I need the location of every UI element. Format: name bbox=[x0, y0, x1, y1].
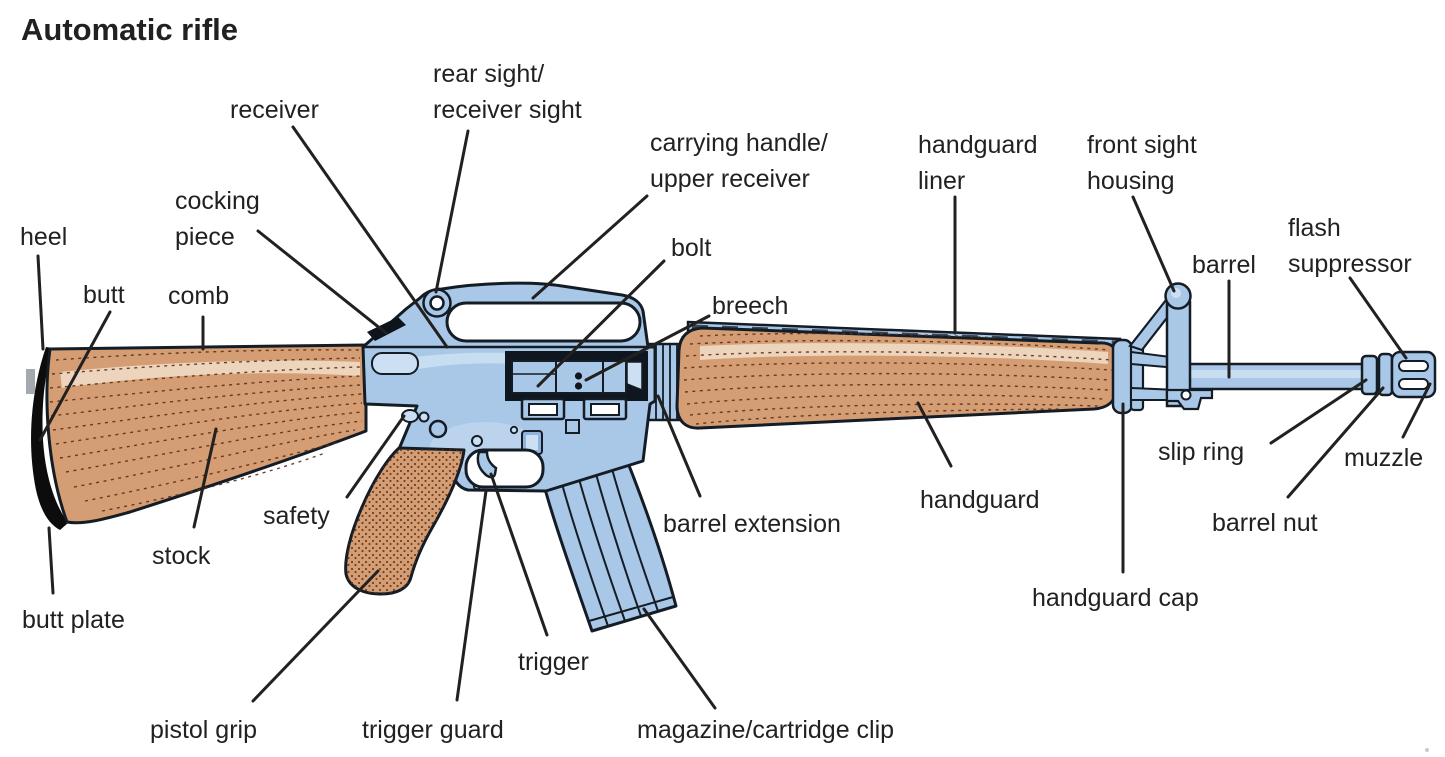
label-handguard: handguard bbox=[920, 486, 1040, 514]
mag-release-button bbox=[526, 435, 538, 450]
barrel-highlight bbox=[1188, 370, 1362, 378]
safety-lever bbox=[401, 409, 419, 423]
label-barrel: barrel bbox=[1192, 251, 1256, 279]
trigger-pin bbox=[471, 435, 483, 447]
stock-shape bbox=[45, 343, 368, 525]
leader-barrel-extension bbox=[656, 394, 702, 498]
leader-carrying-handle bbox=[531, 194, 649, 300]
label-safety: safety bbox=[263, 502, 330, 530]
magazine-ribs bbox=[561, 468, 674, 627]
handguard-cap-shape bbox=[1111, 338, 1134, 415]
flash-suppressor-slot-bottom bbox=[1398, 378, 1429, 390]
leader-trigger-guard bbox=[455, 489, 488, 702]
label-magazine: magazine/cartridge clip bbox=[637, 716, 895, 744]
leader-stock bbox=[192, 427, 218, 529]
carrying-handle-opening bbox=[445, 301, 642, 343]
label-flash-suppressor: flash suppressor bbox=[1288, 214, 1412, 278]
leader-bolt bbox=[536, 259, 666, 388]
label-heel: heel bbox=[20, 223, 68, 251]
handguard-highlight bbox=[700, 343, 1108, 364]
leader-lines bbox=[36, 125, 1432, 710]
slip-ring-shape bbox=[1360, 354, 1379, 396]
leader-muzzle bbox=[1401, 382, 1432, 439]
leader-handguard bbox=[916, 401, 953, 468]
leader-butt bbox=[38, 310, 112, 442]
takedown-block bbox=[565, 419, 580, 434]
leader-flash-suppressor bbox=[1348, 276, 1408, 360]
butt-plate-patch bbox=[26, 369, 35, 394]
handguard-shape bbox=[675, 326, 1119, 430]
label-trigger-guard: trigger guard bbox=[362, 716, 504, 744]
buffer-tower-shape bbox=[371, 352, 419, 375]
rear-sight-aperture bbox=[429, 295, 445, 311]
label-slip-ring: slip ring bbox=[1158, 438, 1245, 466]
label-cocking-piece: cocking piece bbox=[175, 187, 260, 251]
leader-cocking-piece bbox=[256, 229, 388, 335]
leader-safety bbox=[345, 414, 406, 499]
leader-trigger bbox=[489, 472, 549, 637]
magazine-shape bbox=[543, 461, 678, 633]
small-pin bbox=[509, 425, 519, 435]
label-carrying-handle: carrying handle/ upper receiver bbox=[650, 129, 828, 193]
leader-breech bbox=[584, 314, 711, 382]
leader-barrel-nut bbox=[1286, 386, 1385, 499]
label-handguard-cap: handguard cap bbox=[1032, 584, 1199, 612]
pivot-pin bbox=[428, 419, 448, 439]
label-rear-sight: rear sight/ receiver sight bbox=[433, 60, 582, 124]
sling-swivel bbox=[1180, 389, 1192, 401]
label-butt-plate: butt plate bbox=[22, 606, 125, 634]
handguard-grain bbox=[683, 332, 1113, 425]
label-barrel-extension: barrel extension bbox=[663, 510, 841, 538]
stock-grain bbox=[49, 349, 363, 512]
page-title: Automatic rifle bbox=[21, 12, 239, 47]
label-butt: butt bbox=[83, 281, 125, 309]
butt-plate-shape bbox=[31, 347, 68, 530]
bolt-shape bbox=[511, 360, 627, 394]
label-front-sight-housing: front sight housing bbox=[1087, 131, 1197, 195]
label-bolt: bolt bbox=[671, 234, 712, 262]
leader-heel bbox=[36, 254, 45, 351]
firing-pin-dot-bottom bbox=[574, 382, 583, 390]
flash-suppressor-slot-top bbox=[1398, 360, 1429, 372]
flash-suppressor-shape bbox=[1390, 350, 1437, 399]
label-muzzle: muzzle bbox=[1344, 444, 1424, 472]
cocking-piece-shape bbox=[367, 317, 406, 341]
leader-butt-plate bbox=[47, 526, 55, 595]
label-trigger: trigger bbox=[518, 648, 589, 676]
pistol-grip-stipple bbox=[345, 448, 464, 594]
label-handguard-liner: handguard liner bbox=[918, 131, 1038, 195]
leader-slip-ring bbox=[1269, 378, 1368, 445]
label-receiver: receiver bbox=[230, 96, 319, 124]
corner-artifact bbox=[1425, 748, 1429, 752]
hammer-wedge bbox=[626, 361, 643, 392]
ejection-plate-right-slot bbox=[590, 403, 620, 416]
firing-pin-dot-top bbox=[574, 372, 583, 380]
leader-front-sight-housing bbox=[1131, 195, 1176, 293]
label-pistol-grip: pistol grip bbox=[150, 716, 257, 744]
bayonet-lug bbox=[1165, 388, 1214, 411]
receiver-highlight bbox=[382, 352, 545, 374]
label-stock: stock bbox=[152, 542, 211, 570]
ejection-plate-left-slot bbox=[528, 403, 558, 416]
label-breech: breech bbox=[712, 292, 789, 320]
label-barrel-nut: barrel nut bbox=[1212, 509, 1318, 537]
leader-receiver bbox=[291, 125, 449, 349]
leader-pistol-grip bbox=[251, 569, 380, 703]
safety-pin bbox=[418, 411, 430, 423]
leader-magazine bbox=[642, 607, 717, 710]
leader-rear-sight bbox=[434, 129, 470, 294]
label-comb: comb bbox=[168, 282, 230, 310]
